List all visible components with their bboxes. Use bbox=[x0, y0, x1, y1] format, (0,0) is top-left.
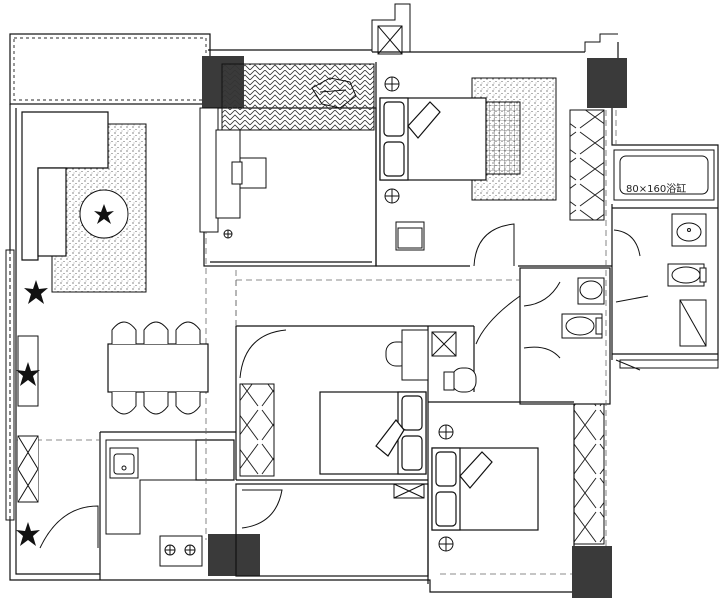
bedroom-chair bbox=[443, 367, 477, 393]
bathtub-label: 80×160浴缸 bbox=[626, 182, 686, 195]
master-rug-inner bbox=[485, 101, 521, 175]
door-swing-icon bbox=[475, 281, 561, 359]
bedroom-chair bbox=[385, 329, 429, 381]
master-chair bbox=[395, 221, 425, 251]
bathtub-icon bbox=[613, 149, 715, 201]
washbasin-icon bbox=[671, 213, 707, 247]
wardrobe-icon bbox=[239, 383, 275, 477]
bed-icon bbox=[431, 447, 539, 531]
sofa-icon bbox=[21, 111, 109, 261]
study-desk bbox=[215, 129, 267, 239]
kitchen bbox=[105, 439, 203, 567]
wardrobe-icon bbox=[573, 403, 605, 545]
window-icon bbox=[5, 107, 719, 521]
door-swing-icon bbox=[473, 223, 515, 267]
bedside-lamp bbox=[384, 76, 400, 204]
dining-table bbox=[107, 343, 209, 393]
bedside-lamp bbox=[438, 424, 454, 552]
dining-chair-icon bbox=[111, 321, 201, 415]
shower bbox=[679, 299, 707, 347]
bed-icon bbox=[319, 391, 427, 475]
washbasin-icon bbox=[577, 277, 605, 305]
toilet-icon bbox=[667, 263, 707, 287]
door-swing-icon bbox=[39, 505, 99, 549]
door-swing-icon bbox=[239, 329, 287, 379]
wardrobe-icon bbox=[569, 109, 605, 221]
vent-box bbox=[393, 331, 457, 499]
door-swing-icon bbox=[241, 489, 283, 529]
vent-shaft bbox=[371, 3, 618, 55]
toilet-icon bbox=[561, 313, 603, 339]
decor-sketch bbox=[311, 77, 357, 109]
floor-pattern bbox=[221, 63, 375, 131]
exterior-walls bbox=[9, 33, 719, 593]
potted-plant-icon bbox=[94, 204, 114, 224]
potted-plant-icon bbox=[16, 280, 48, 546]
door-swing-icon bbox=[613, 229, 649, 371]
bed-icon bbox=[379, 97, 487, 181]
